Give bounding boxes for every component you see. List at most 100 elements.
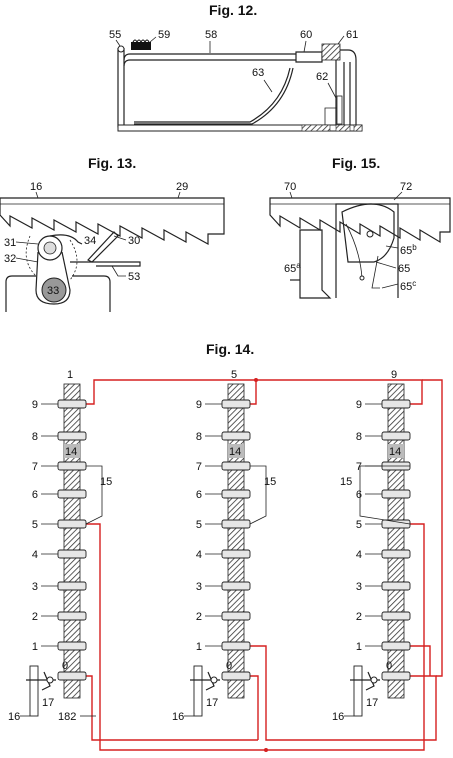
fig14-contact [221, 431, 251, 441]
fig14-stop-contact [221, 671, 251, 681]
fig14-level-label: 2 [32, 611, 38, 623]
fig14-contact [221, 641, 251, 651]
fig14-level-label: 6 [356, 489, 362, 501]
fig14-rail [29, 665, 39, 717]
fig14-wire [422, 379, 443, 677]
fig12-title: Fig. 12. [209, 2, 257, 18]
fig14-title: Fig. 14. [206, 341, 254, 357]
fig14-level-label: 8 [32, 431, 38, 443]
fig14-column-label: 5 [231, 369, 237, 381]
fig15-label-65c: 65c [400, 279, 416, 293]
fig14-rail-label: 16 [172, 711, 184, 723]
fig14-level-label: 9 [32, 399, 38, 411]
fig14-level-label: 3 [32, 581, 38, 593]
fig14-shaft-label: 14 [229, 446, 241, 458]
fig14-contact [221, 611, 251, 621]
fig15-label-70: 70 [284, 181, 296, 193]
fig12-frame [117, 39, 363, 132]
fig14-contact [381, 489, 411, 499]
fig14-lever-label: 17 [206, 697, 218, 709]
fig14-wire [250, 645, 437, 741]
fig14-contact [57, 399, 87, 409]
fig14-stop-label: 0 [62, 660, 68, 672]
fig14-rail [193, 665, 203, 717]
fig14-lever-label: 17 [366, 697, 378, 709]
fig14-level-label: 9 [196, 399, 202, 411]
fig14-column-label: 9 [391, 369, 397, 381]
fig14-extra-label: 182 [58, 711, 76, 723]
fig13-label-34: 34 [84, 235, 96, 247]
fig14-shaft [63, 383, 81, 699]
fig14-level-label: 6 [196, 489, 202, 501]
figure-15: Fig. 15. 70 72 65b 65a 65 65c [269, 155, 451, 299]
fig14-level-label: 4 [356, 549, 362, 561]
fig14-contact [221, 489, 251, 499]
fig14-level-label: 9 [356, 399, 362, 411]
fig15-label-72: 72 [400, 181, 412, 193]
fig14-level-label: 7 [356, 461, 362, 473]
figure-12: Fig. 12. 55 59 [109, 2, 363, 132]
fig14-stop-label: 0 [386, 660, 392, 672]
fig14-contact [221, 399, 251, 409]
fig12-label-61: 61 [346, 29, 358, 41]
fig13-label-33: 33 [47, 285, 59, 297]
fig12-label-62: 62 [316, 71, 328, 83]
fig14-stop-contact [57, 671, 87, 681]
fig14-contact [57, 611, 87, 621]
fig14-rail [353, 665, 363, 717]
fig14-contact [221, 549, 251, 559]
fig13-label-32: 32 [4, 253, 16, 265]
fig14-lever-label: 17 [42, 697, 54, 709]
fig13-label-31: 31 [4, 237, 16, 249]
figure-13: Fig. 13. 16 29 33 31 34 30 32 53 [0, 155, 225, 312]
fig14-wire [250, 380, 257, 405]
fig13-label-29: 29 [176, 181, 188, 193]
fig14-contact [221, 461, 251, 471]
fig12-label-63: 63 [252, 67, 264, 79]
fig14-level-label: 5 [356, 519, 362, 531]
fig14-contact [381, 581, 411, 591]
fig14-group-bracket [249, 465, 267, 525]
fig15-label-65: 65 [398, 263, 410, 275]
fig12-label-55: 55 [109, 29, 121, 41]
fig14-wire [86, 523, 425, 751]
fig14-level-label: 3 [356, 581, 362, 593]
fig14-stop-contact [381, 671, 411, 681]
fig14-level-label: 6 [32, 489, 38, 501]
fig14-level-label: 5 [196, 519, 202, 531]
fig14-group-label: 15 [264, 476, 276, 488]
fig13-label-30: 30 [128, 235, 140, 247]
fig14-contact [57, 461, 87, 471]
fig14-contact [57, 431, 87, 441]
fig14-level-label: 4 [196, 549, 202, 561]
fig14-wire [86, 675, 258, 741]
fig14-level-label: 1 [32, 641, 38, 653]
fig14-shaft [387, 383, 405, 699]
fig14-contact [221, 519, 251, 529]
fig14-level-label: 5 [32, 519, 38, 531]
fig14-group-bracket [359, 465, 411, 525]
fig14-wire [250, 675, 259, 740]
fig14-contact [221, 581, 251, 591]
fig14-contact [57, 581, 87, 591]
fig14-column-label: 1 [67, 369, 73, 381]
fig14-stop-label: 0 [226, 660, 232, 672]
fig14-level-label: 7 [32, 461, 38, 473]
fig14-level-label: 7 [196, 461, 202, 473]
fig14-group-bracket [85, 465, 103, 525]
fig14-wiring [86, 378, 443, 752]
fig14-contact [381, 431, 411, 441]
fig14-contact [381, 549, 411, 559]
fig13-label-16: 16 [30, 181, 42, 193]
fig15-label-65a: 65a [284, 261, 301, 275]
fig12-label-58: 58 [205, 29, 217, 41]
fig14-contact [381, 641, 411, 651]
fig14-rail-label: 16 [332, 711, 344, 723]
fig14-wire [410, 645, 431, 676]
fig14-level-label: 8 [356, 431, 362, 443]
